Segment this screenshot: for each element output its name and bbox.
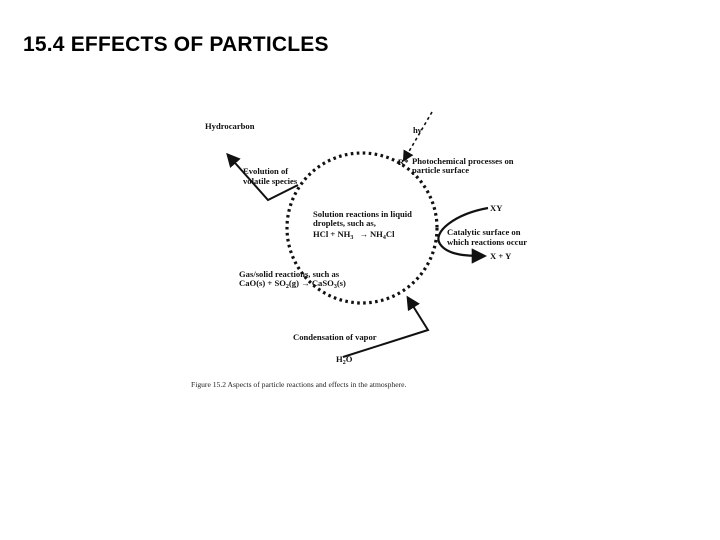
figure-caption: Figure 15.2 Aspects of particle reaction… — [191, 380, 406, 389]
hydrocarbon-label: Hydrocarbon — [205, 121, 255, 131]
condensation-label: Condensation of vapor — [293, 332, 377, 342]
catalytic-arrow — [437, 206, 489, 264]
catalytic-label-line1: Catalytic surface on — [447, 227, 521, 237]
xy-label: XY — [490, 203, 503, 213]
gas-solid-label-line1: Gas/solid reactions, such as — [239, 269, 340, 279]
solution-equation: HCl + NH3→NH4Cl — [313, 229, 395, 241]
photochemical-label-line1: Photochemical processes on — [412, 156, 514, 166]
evolution-arrow — [226, 152, 299, 202]
hv-label: hν — [413, 125, 422, 135]
evolution-label-line1: Evolution of — [243, 166, 288, 176]
evolution-label-line2: volatile species — [243, 176, 298, 186]
solution-label-line1: Solution reactions in liquid — [313, 209, 412, 219]
photon-arrow — [402, 111, 433, 162]
catalytic-label-line2: which reactions occur — [447, 237, 527, 247]
r-star-label: R* — [398, 157, 409, 167]
condensation-arrow — [342, 295, 430, 358]
particle-circle — [285, 151, 439, 305]
solution-label-line2: droplets, such as, — [313, 218, 376, 228]
photochemical-label-line2: particle surface — [412, 165, 469, 175]
x-plus-y-label: X + Y — [490, 251, 512, 261]
h2o-label: H2O — [336, 354, 353, 366]
gas-solid-equation: CaO(s) + SO2(g) → CaSO3(s) — [239, 278, 346, 290]
slide-title: 15.4 EFFECTS OF PARTICLES — [23, 33, 329, 56]
